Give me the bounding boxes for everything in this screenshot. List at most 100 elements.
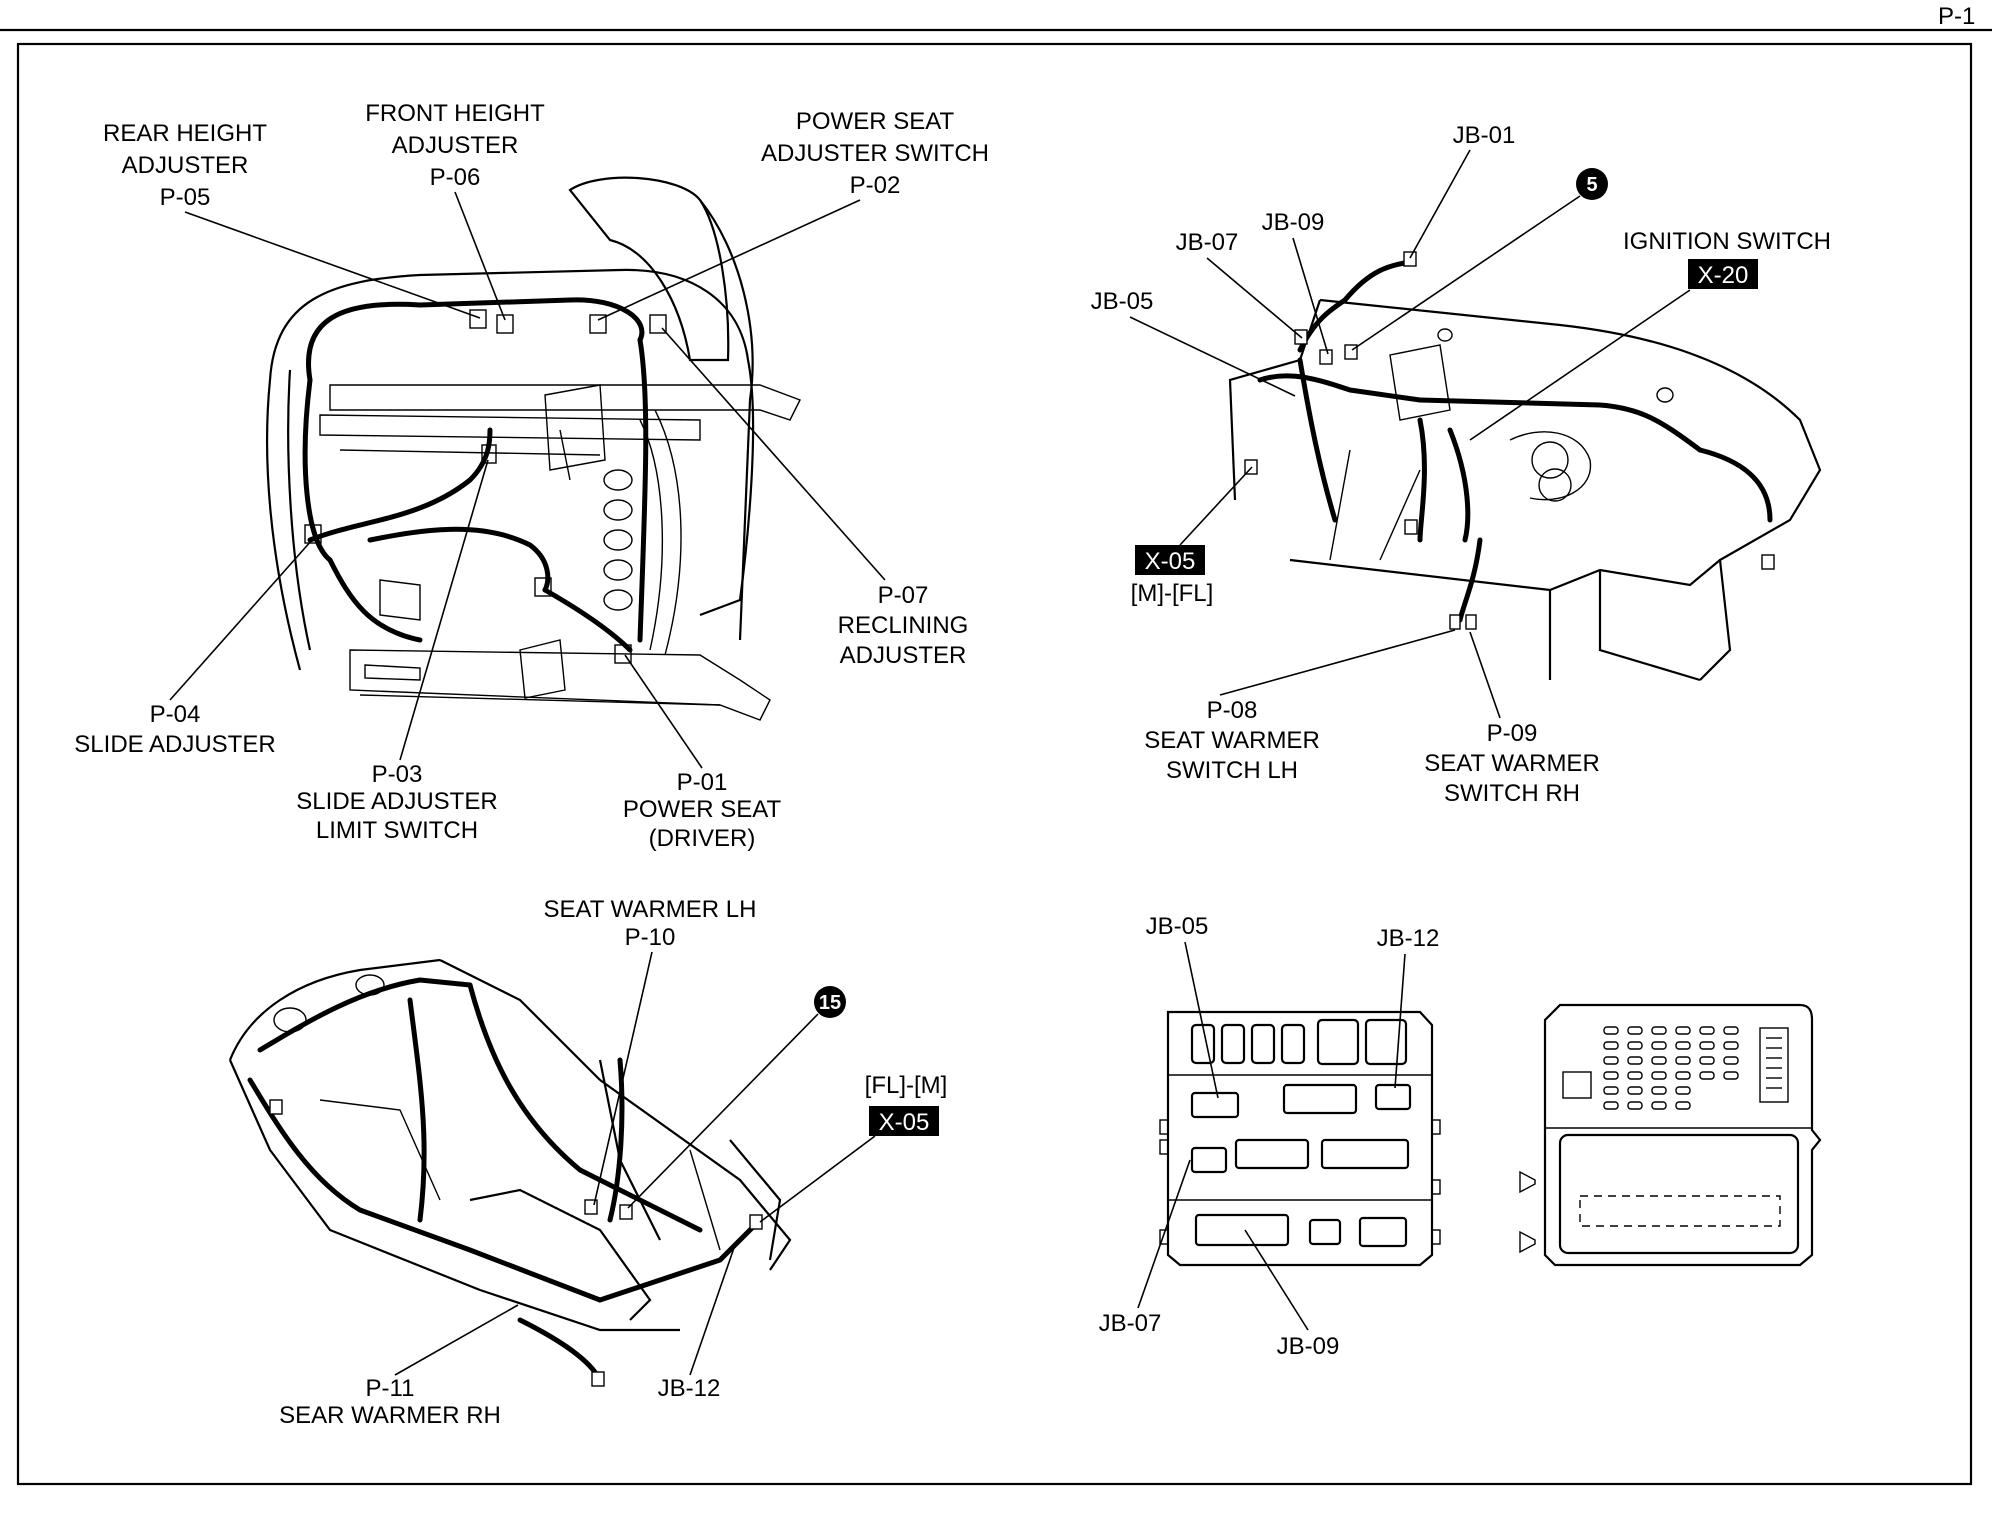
- page-number: P-1: [1938, 3, 1975, 30]
- svg-text:5: 5: [1586, 174, 1597, 196]
- leader-p05: [184, 211, 481, 319]
- label-p05-rear-height-adjuster: REAR HEIGHT ADJUSTER P-05: [103, 120, 267, 211]
- svg-text:ADJUSTER: ADJUSTER: [392, 132, 519, 159]
- leader-jb05-dash: [1129, 316, 1296, 397]
- leader-x05-dash: [1179, 466, 1253, 546]
- fuse-slot: [1627, 1086, 1643, 1095]
- svg-text:P-06: P-06: [430, 164, 481, 191]
- svg-text:SEAT WARMER: SEAT WARMER: [1144, 727, 1320, 754]
- fuse-slot: [1723, 1071, 1739, 1080]
- badge-x05-floor: X-05: [869, 1106, 939, 1136]
- leader-p09: [1469, 631, 1501, 719]
- power-seat-diagram: [266, 176, 801, 721]
- label-p08-seat-warmer-switch-lh: P-08 SEAT WARMER SWITCH LH: [1144, 697, 1320, 784]
- fuse-slot: [1603, 1086, 1619, 1095]
- circle-marker-5: 5: [1576, 168, 1608, 200]
- label-jb01: JB-01: [1453, 122, 1516, 149]
- svg-text:RECLINING: RECLINING: [838, 612, 969, 639]
- fuse-slot: [1651, 1071, 1667, 1080]
- fuse-slot: [1675, 1086, 1691, 1095]
- label-p01-power-seat-driver: P-01 POWER SEAT (DRIVER): [623, 769, 782, 852]
- svg-text:SEAT WARMER LH: SEAT WARMER LH: [544, 896, 757, 923]
- leader-jb09-dash: [1292, 237, 1329, 355]
- svg-text:POWER SEAT: POWER SEAT: [796, 108, 955, 135]
- fuse-slot: [1627, 1026, 1643, 1035]
- svg-text:ADJUSTER SWITCH: ADJUSTER SWITCH: [761, 140, 989, 167]
- leader-circle-5: [1351, 195, 1581, 351]
- svg-text:P-10: P-10: [625, 924, 676, 951]
- svg-text:15: 15: [819, 992, 841, 1014]
- svg-text:(DRIVER): (DRIVER): [649, 825, 756, 852]
- fuse-slot: [1699, 1041, 1715, 1050]
- fuse-slot: [1675, 1071, 1691, 1080]
- svg-text:X-05: X-05: [879, 1109, 930, 1136]
- leader-jb05-box: [1184, 941, 1219, 1099]
- circle-marker-15: 15: [814, 986, 846, 1018]
- svg-text:SLIDE ADJUSTER: SLIDE ADJUSTER: [74, 731, 275, 758]
- leader-x05-floor: [759, 1135, 876, 1223]
- leader-p03: [399, 459, 489, 761]
- leader-p10: [593, 951, 653, 1206]
- fuse-slot: [1699, 1071, 1715, 1080]
- label-jb07-dash: JB-07: [1176, 229, 1239, 256]
- leader-jb09-box: [1244, 1229, 1309, 1331]
- label-x05-floor-sub: [FL]-[M]: [865, 1072, 948, 1099]
- fuse-slot: [1699, 1056, 1715, 1065]
- svg-text:POWER SEAT: POWER SEAT: [623, 796, 782, 823]
- fuse-slot: [1723, 1056, 1739, 1065]
- label-p09-seat-warmer-switch-rh: P-09 SEAT WARMER SWITCH RH: [1424, 720, 1600, 807]
- leader-p07: [661, 327, 886, 581]
- svg-text:LIMIT SWITCH: LIMIT SWITCH: [316, 817, 478, 844]
- fuse-slot: [1651, 1026, 1667, 1035]
- svg-text:ADJUSTER: ADJUSTER: [840, 642, 967, 669]
- svg-text:SWITCH RH: SWITCH RH: [1444, 780, 1580, 807]
- label-p06-front-height-adjuster: FRONT HEIGHT ADJUSTER P-06: [365, 100, 545, 191]
- fuse-slot: [1627, 1041, 1643, 1050]
- svg-text:P-11: P-11: [366, 1375, 415, 1402]
- label-ignition-switch: IGNITION SWITCH: [1623, 228, 1831, 255]
- fuse-slot: [1699, 1026, 1715, 1035]
- svg-text:SWITCH LH: SWITCH LH: [1166, 757, 1298, 784]
- fuse-slot: [1627, 1071, 1643, 1080]
- label-jb07-box: JB-07: [1099, 1310, 1162, 1337]
- label-p11-sear-warmer-rh: P-11 SEAR WARMER RH: [279, 1375, 501, 1429]
- fuse-slot: [1603, 1056, 1619, 1065]
- junction-box-rear: [1519, 1003, 1822, 1267]
- leader-jb12-box: [1394, 953, 1406, 1089]
- label-jb12-box: JB-12: [1377, 925, 1440, 952]
- floor-harness-diagram: [228, 958, 792, 1387]
- leader-circle-15: [627, 1013, 819, 1209]
- svg-text:P-04: P-04: [150, 701, 201, 728]
- svg-text:SEAR WARMER RH: SEAR WARMER RH: [279, 1402, 501, 1429]
- label-p07-reclining-adjuster: P-07 RECLINING ADJUSTER: [838, 582, 969, 669]
- label-jb09-box: JB-09: [1277, 1333, 1340, 1360]
- svg-text:P-09: P-09: [1487, 720, 1538, 747]
- label-p10-seat-warmer-lh: SEAT WARMER LH P-10: [544, 896, 757, 951]
- leader-p11: [394, 1304, 519, 1376]
- leader-x20: [1469, 289, 1691, 441]
- svg-text:P-02: P-02: [850, 172, 901, 199]
- label-jb05-dash: JB-05: [1091, 288, 1154, 315]
- page-frame: [16, 42, 1973, 1486]
- label-jb12-floor: JB-12: [658, 1375, 721, 1402]
- svg-text:P-05: P-05: [160, 184, 211, 211]
- fuse-slot: [1627, 1056, 1643, 1065]
- fuse-slot: [1651, 1041, 1667, 1050]
- fuse-slot: [1603, 1026, 1619, 1035]
- svg-text:SEAT WARMER: SEAT WARMER: [1424, 750, 1600, 777]
- leader-jb12-floor: [689, 1244, 736, 1376]
- leader-jb01: [1409, 149, 1471, 259]
- svg-text:ADJUSTER: ADJUSTER: [122, 152, 249, 179]
- svg-text:SLIDE ADJUSTER: SLIDE ADJUSTER: [296, 788, 497, 815]
- svg-text:P-03: P-03: [372, 761, 423, 788]
- fuse-slot: [1723, 1026, 1739, 1035]
- fuse-slot: [1627, 1101, 1643, 1110]
- leader-jb07-box: [1137, 1159, 1191, 1309]
- leader-p02: [597, 199, 861, 321]
- fuse-slot: [1675, 1101, 1691, 1110]
- fuse-slot: [1675, 1056, 1691, 1065]
- label-p04-slide-adjuster: P-04 SLIDE ADJUSTER: [74, 701, 275, 758]
- badge-x05-dash: X-05: [1135, 545, 1205, 575]
- fuse-slot: [1651, 1086, 1667, 1095]
